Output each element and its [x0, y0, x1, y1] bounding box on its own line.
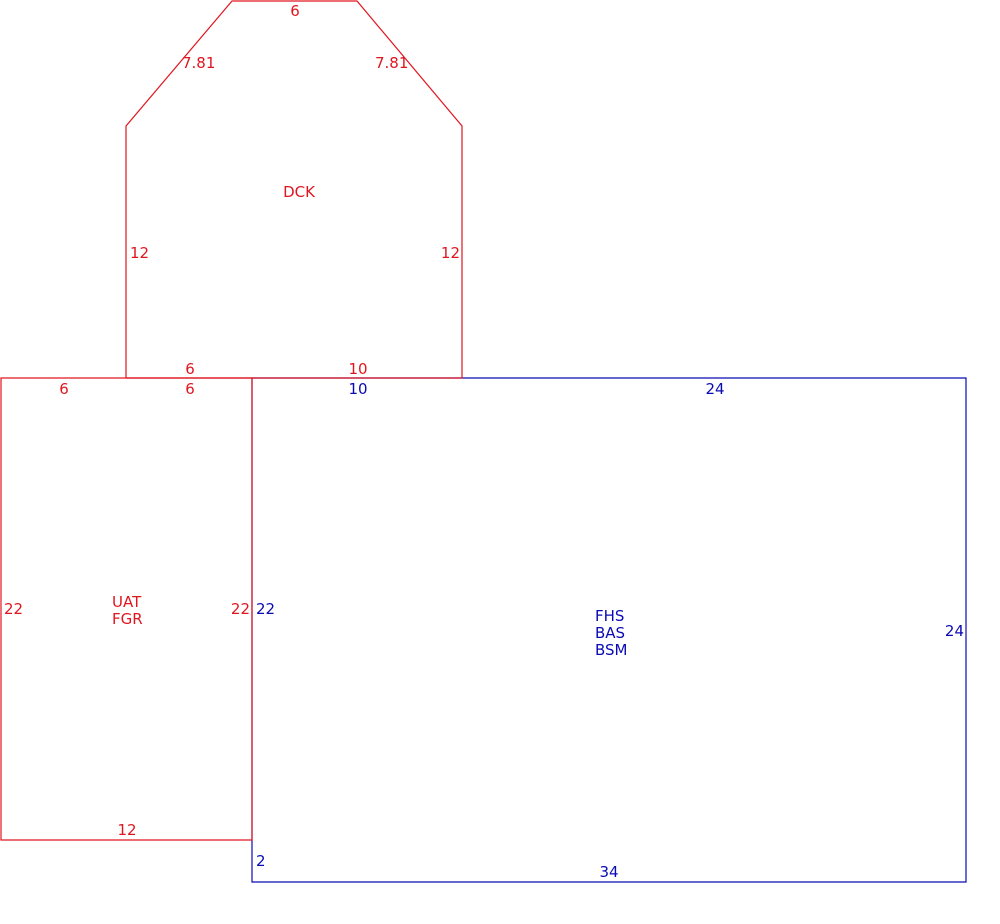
main-dim-right: 24 [945, 622, 964, 640]
garage-dim-bottom: 12 [117, 821, 136, 839]
deck-dim-right: 12 [441, 244, 460, 262]
deck-dim-left: 12 [130, 244, 149, 262]
garage-area: 6 6 22 22 12 UAT FGR [0, 377, 253, 841]
garage-dim-top-right: 6 [185, 380, 195, 398]
main-dim-left-lower: 2 [256, 852, 266, 870]
main-dim-top-left: 10 [348, 380, 367, 398]
deck-dim-upper-right-diagonal: 7.81 [375, 54, 408, 72]
main-dim-left: 22 [256, 600, 275, 618]
garage-area-code-1: UAT [112, 593, 142, 611]
garage-dim-right: 22 [231, 600, 250, 618]
main-area-code-2: BAS [595, 624, 625, 642]
deck-area-outline [125, 0, 463, 379]
deck-dim-bottom-left: 6 [185, 360, 195, 378]
deck-dim-upper-left-diagonal: 7.81 [182, 54, 215, 72]
garage-dim-left: 22 [4, 600, 23, 618]
deck-area-code: DCK [283, 183, 316, 201]
deck-dim-top: 6 [290, 2, 300, 20]
main-area-code-3: BSM [595, 641, 628, 659]
main-dim-bottom: 34 [599, 863, 618, 881]
main-area: 10 24 22 2 24 34 FHS BAS BSM [251, 377, 967, 883]
deck-area: 6 7.81 7.81 12 12 6 10 DCK [125, 0, 463, 379]
garage-dim-top-left: 6 [59, 380, 69, 398]
main-area-code-1: FHS [595, 607, 624, 625]
main-dim-top-right: 24 [705, 380, 724, 398]
deck-dim-bottom-right: 10 [348, 360, 367, 378]
garage-area-code-2: FGR [112, 610, 143, 628]
